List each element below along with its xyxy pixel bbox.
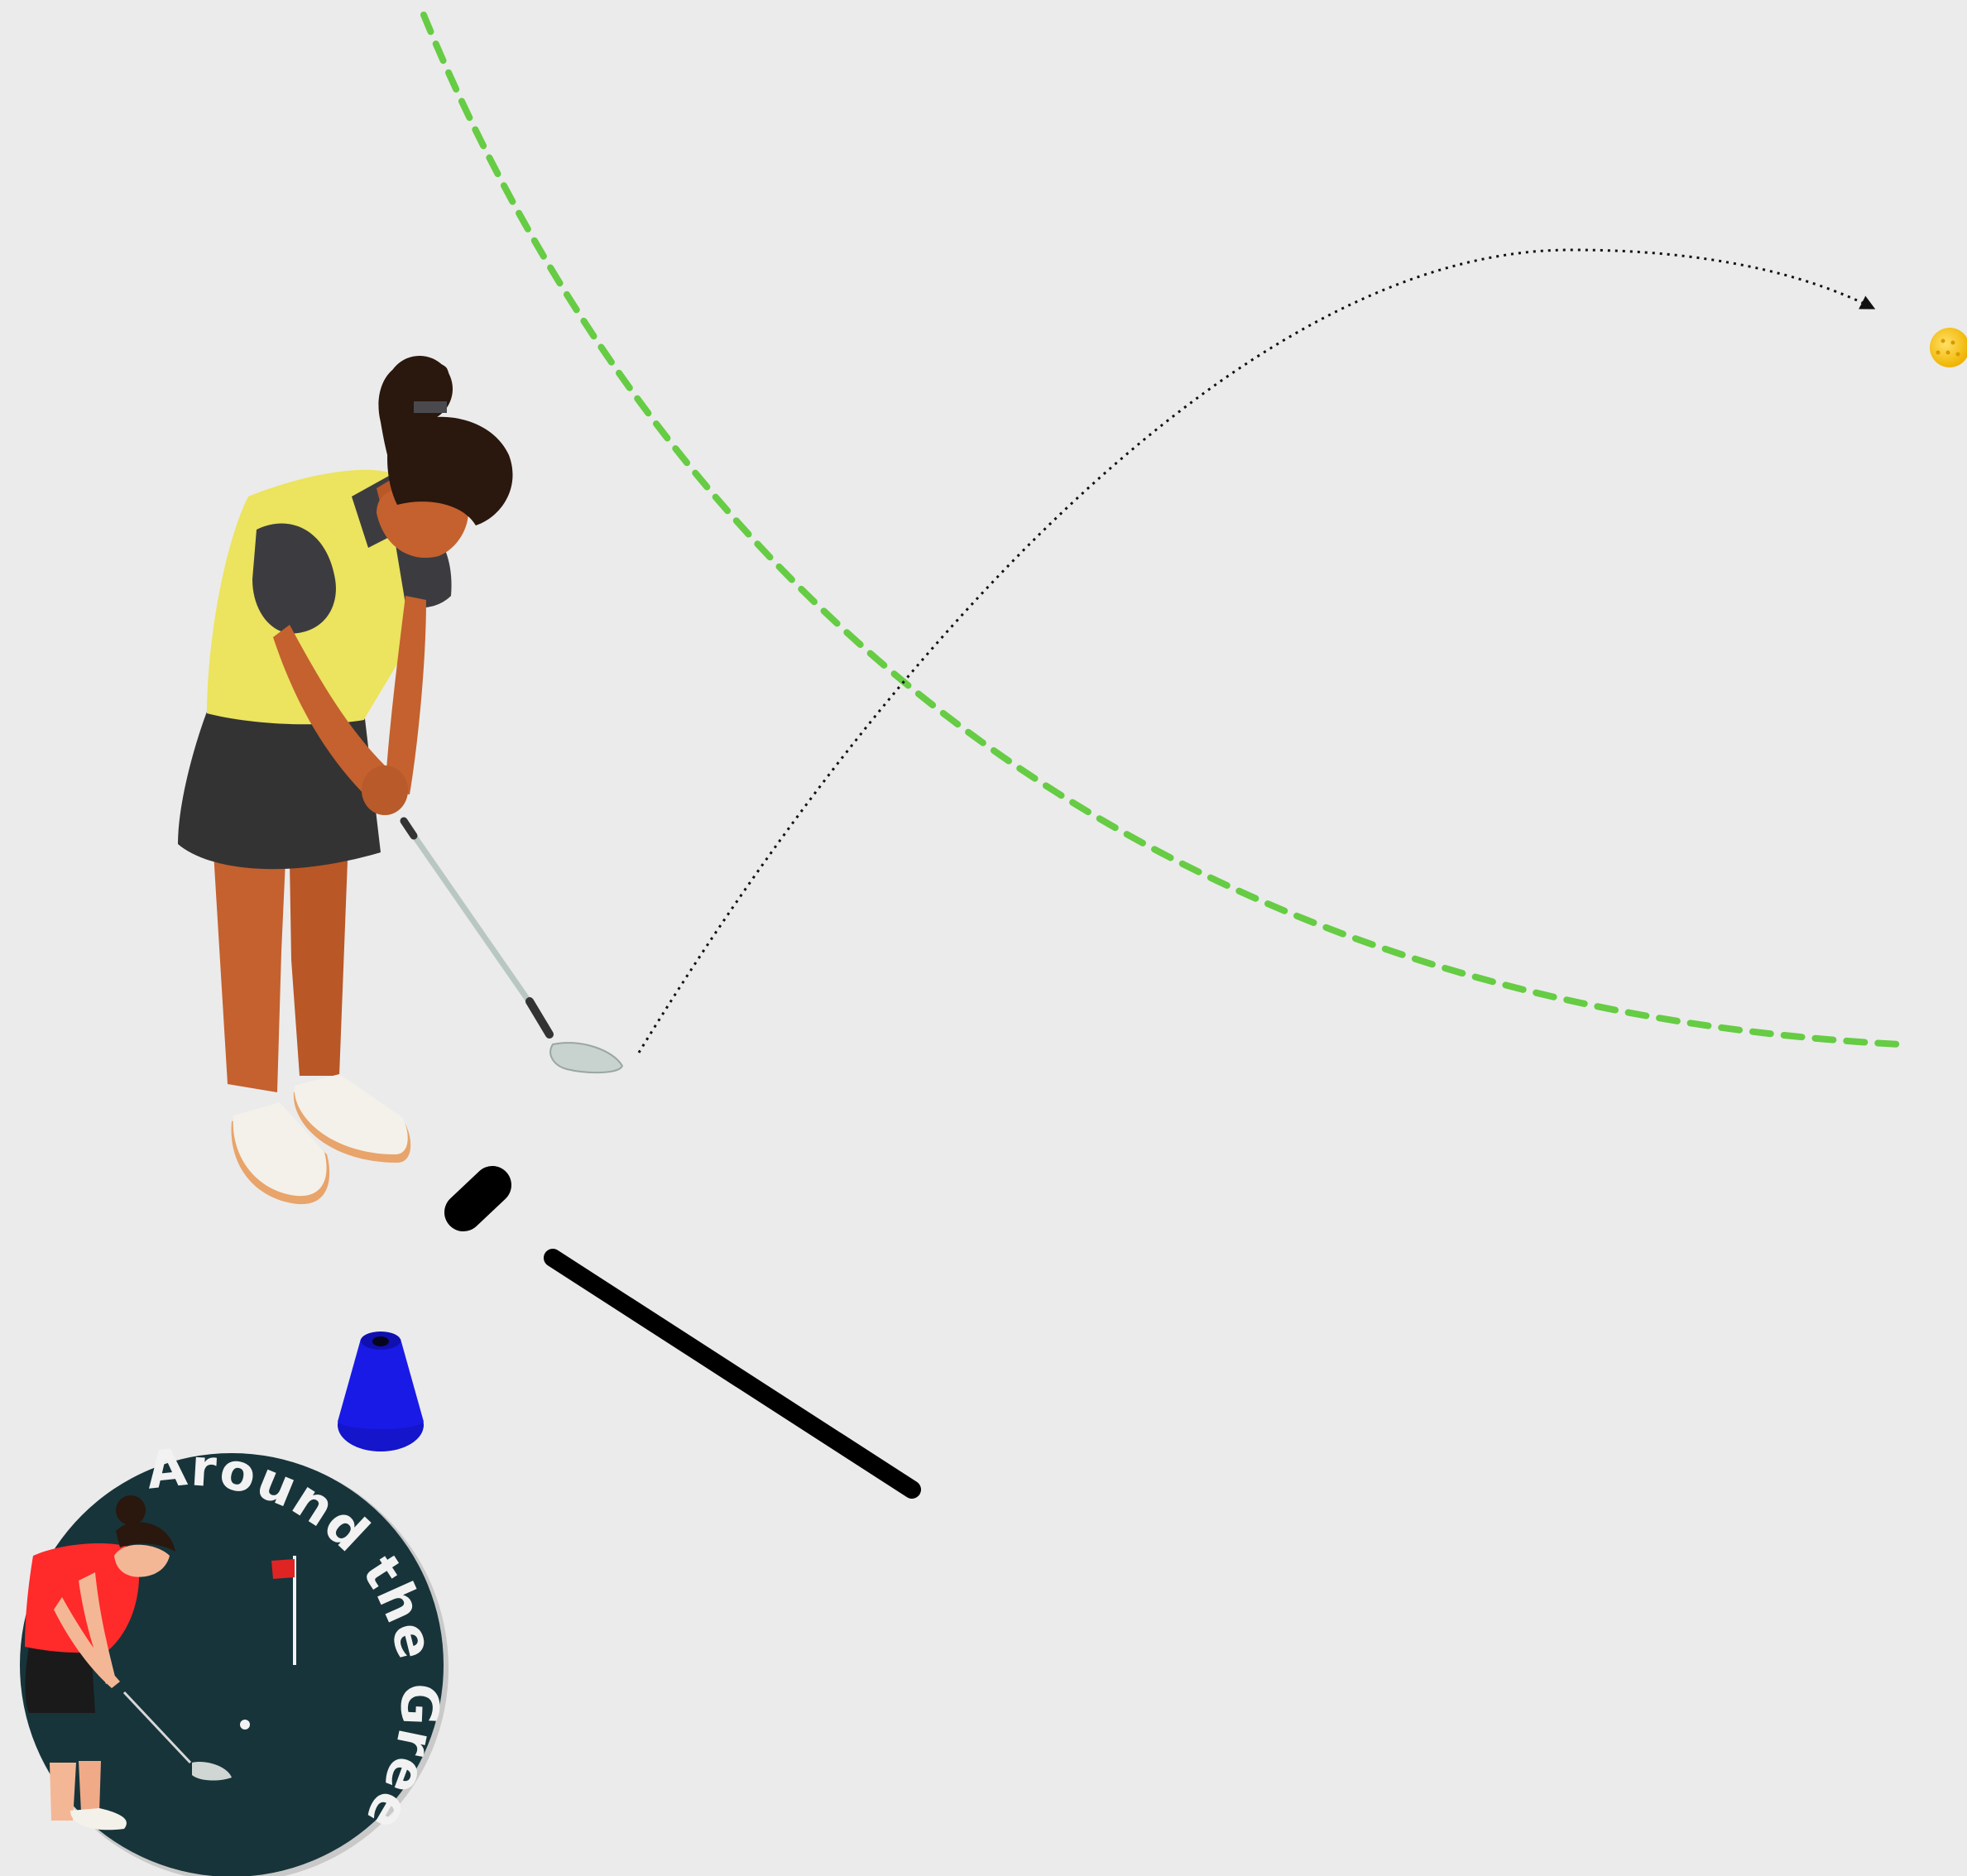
badge-ball bbox=[240, 1720, 250, 1730]
golf-club-shaft bbox=[405, 823, 546, 1026]
ball-flight-path bbox=[639, 250, 1873, 1053]
cone-icon bbox=[338, 1331, 424, 1451]
golfer-figure bbox=[178, 356, 622, 1204]
golfer-shoes bbox=[232, 1074, 411, 1204]
target-line bbox=[424, 15, 1900, 1044]
golf-club-head bbox=[550, 1043, 622, 1072]
golfer-hands bbox=[362, 765, 408, 815]
alignment-stick-icon bbox=[463, 1185, 912, 1490]
golfer-leg-back bbox=[213, 852, 285, 1092]
golfer-leg-front bbox=[290, 861, 348, 1076]
golf-ball-icon bbox=[1930, 328, 1967, 367]
